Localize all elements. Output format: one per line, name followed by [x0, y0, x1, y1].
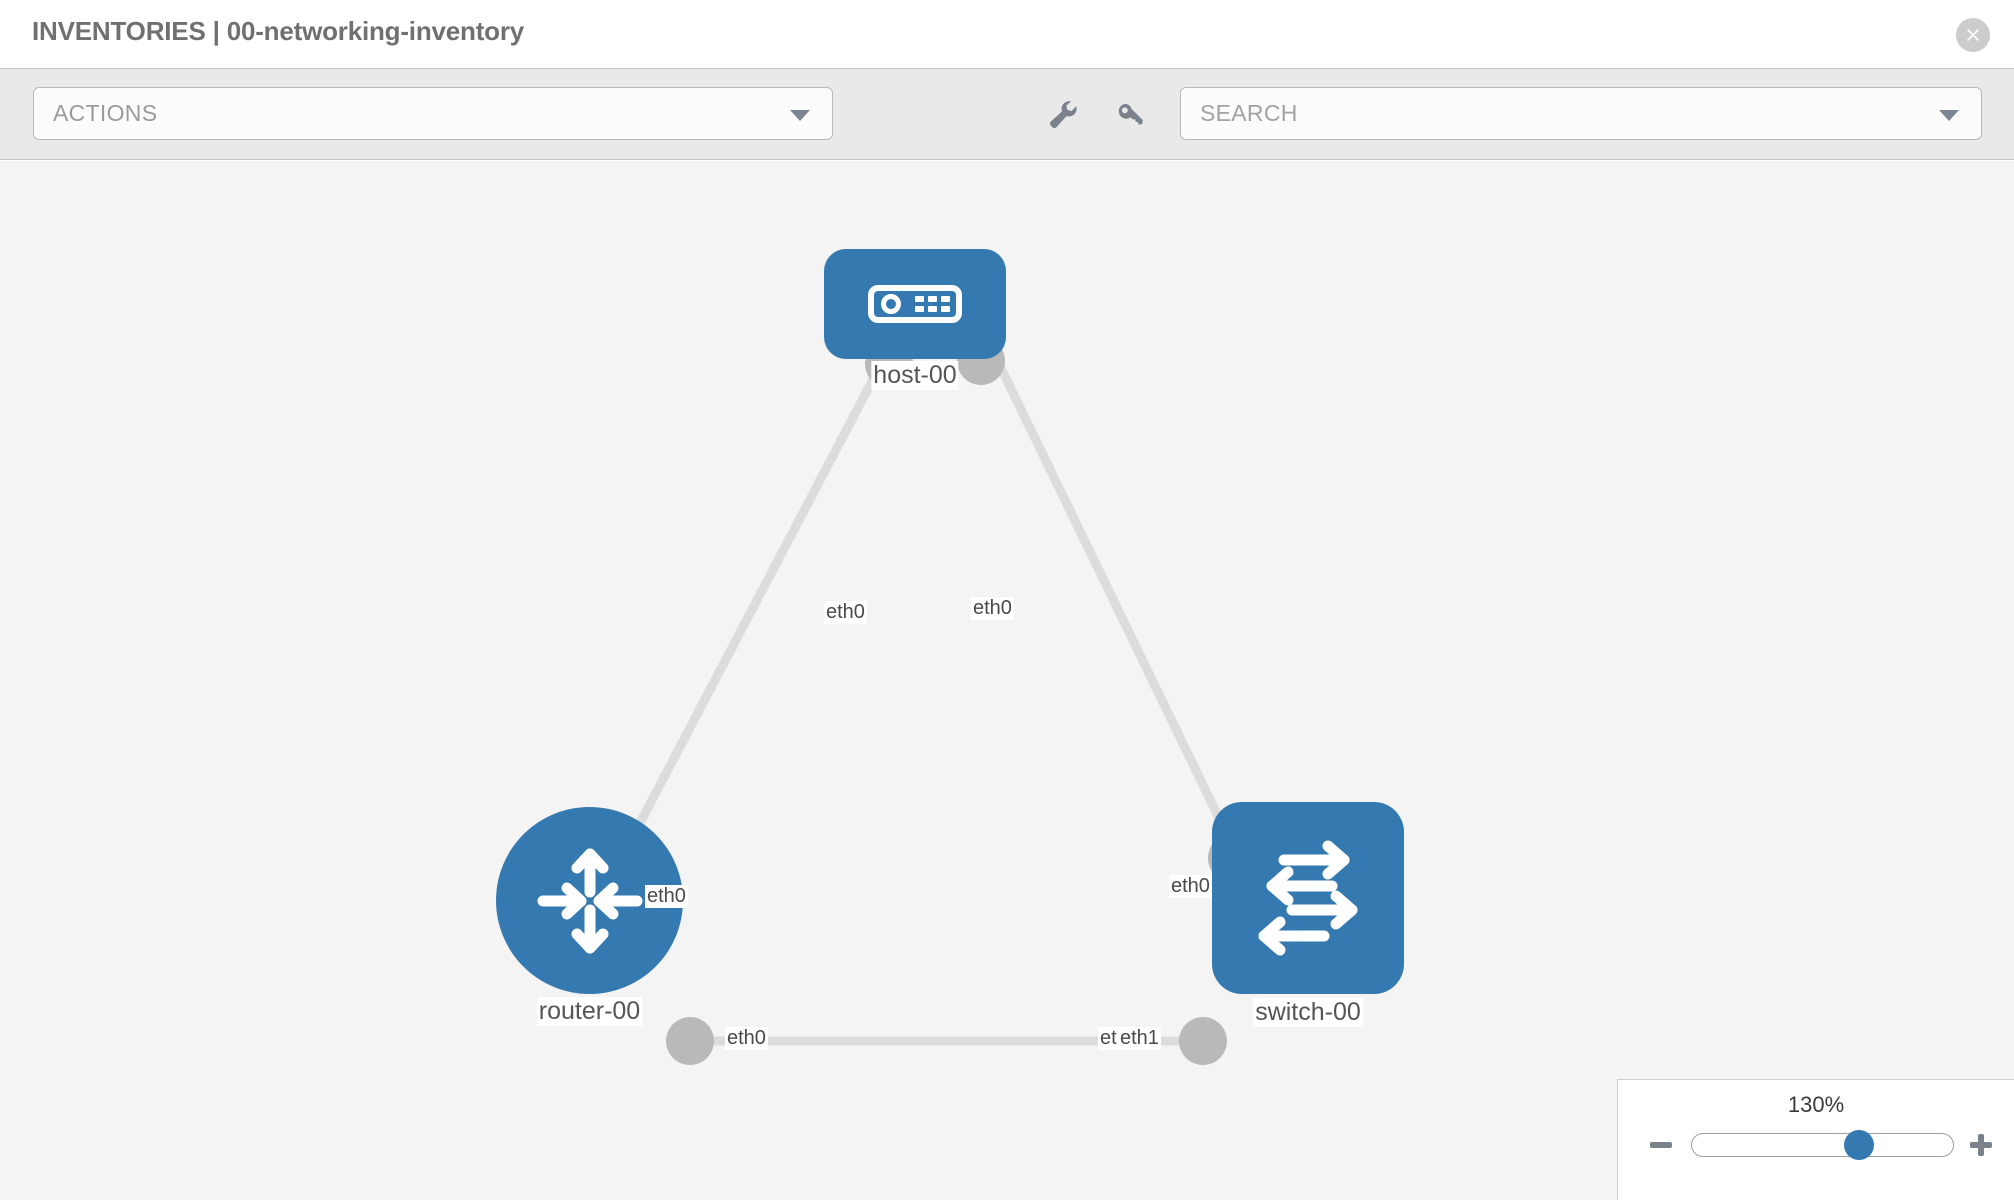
- node-label-host-00: host-00: [871, 361, 959, 390]
- edge-label-host-eth0-right: eth0: [971, 597, 1014, 620]
- page-title: INVENTORIES | 00-networking-inventory: [32, 16, 525, 46]
- minus-icon[interactable]: [1644, 1128, 1678, 1162]
- actions-dropdown-label: ACTIONS: [53, 100, 158, 126]
- node-label-switch-00: switch-00: [1253, 998, 1363, 1027]
- connector-stubs: [666, 337, 1256, 1065]
- chevron-down-icon[interactable]: [1939, 109, 1959, 121]
- wrench-icon[interactable]: [1043, 95, 1083, 135]
- close-icon[interactable]: [1956, 18, 1990, 52]
- search-placeholder: SEARCH: [1200, 100, 1298, 126]
- topology-node-switch-00[interactable]: switch-00: [1212, 802, 1404, 1027]
- edge-label-host-eth0-left: eth0: [824, 601, 867, 624]
- server-icon: [868, 285, 962, 323]
- switch-arrows-icon: [1258, 840, 1358, 956]
- actions-dropdown[interactable]: ACTIONS: [33, 87, 833, 140]
- chevron-down-icon: [790, 109, 810, 121]
- switch-node-shape: [1212, 802, 1404, 994]
- zoom-slider[interactable]: [1691, 1130, 1954, 1160]
- edge-label-switch-eth1: eth1: [1118, 1027, 1161, 1050]
- edge-label-switch-eth0-up: eth0: [1169, 875, 1212, 898]
- link-host-router[interactable]: [616, 363, 884, 864]
- topology-canvas[interactable]: host-00 router-00: [0, 161, 2014, 1200]
- toolbar: ACTIONS SEARCH: [0, 68, 2014, 160]
- edge-label-router-eth0: eth0: [725, 1027, 768, 1050]
- key-icon[interactable]: [1111, 95, 1151, 135]
- router-node-shape: [496, 807, 683, 994]
- page-header: INVENTORIES | 00-networking-inventory: [0, 0, 2014, 68]
- zoom-slider-thumb[interactable]: [1844, 1130, 1874, 1160]
- link-host-switch[interactable]: [995, 364, 1240, 853]
- topology-node-router-00[interactable]: router-00: [496, 807, 683, 1026]
- search-input[interactable]: SEARCH: [1180, 87, 1982, 140]
- host-node-shape: [824, 249, 1006, 359]
- node-label-router-00: router-00: [536, 997, 643, 1026]
- topology-node-host-00[interactable]: host-00: [824, 249, 1006, 390]
- router-arrows-icon: [537, 848, 642, 953]
- edge-label-router-eth0-up: eth0: [645, 885, 688, 908]
- plus-icon[interactable]: [1964, 1128, 1998, 1162]
- zoom-control-panel: 130%: [1617, 1079, 2014, 1200]
- topology-links-layer: [616, 337, 1256, 1065]
- zoom-level-value: 130%: [1787, 1092, 1845, 1117]
